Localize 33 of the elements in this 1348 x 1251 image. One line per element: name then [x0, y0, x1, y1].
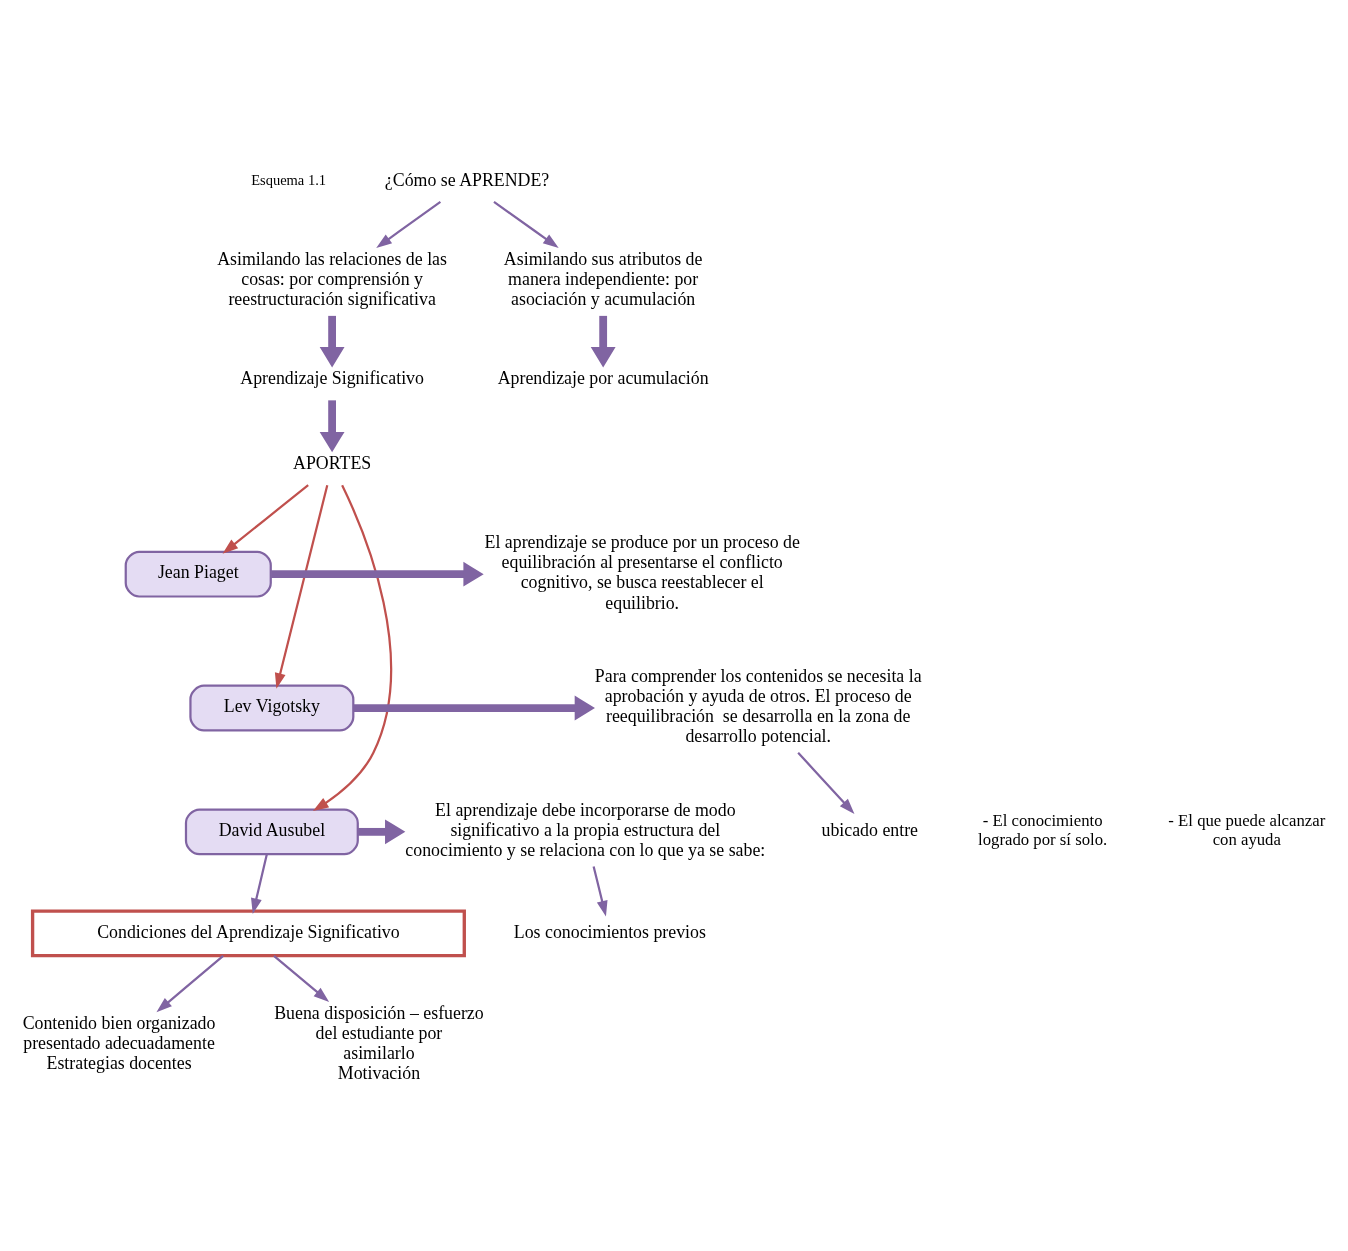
node-box: Jean Piaget	[124, 550, 272, 598]
arrow	[592, 866, 608, 917]
node-text: El aprendizaje se produce por un proceso de equilibración al presentarse el conflicto cognitivo, se busca reestablecer el equilibrio.	[484, 532, 800, 613]
arrow	[376, 200, 442, 248]
node-text: Contenido bien organizado presentado adecuadamente Estrategias docentes	[22, 1013, 216, 1074]
node-text: Aprendizaje por acumulación	[497, 368, 709, 389]
node-text: Buena disposición – esfuerzo del estudiante por asimilarlo Motivación	[274, 1003, 484, 1084]
node-text: ¿Cómo se APRENDE?	[384, 169, 550, 190]
node-text: El aprendizaje debe incorporarse de modo significativo a la propia estructura del conocimiento y se relaciona con lo que ya se sabe:	[405, 800, 766, 861]
arrow	[222, 484, 309, 554]
arrow	[156, 954, 224, 1013]
arrow	[271, 561, 484, 587]
node-box: Condiciones del Aprendizaje Significativo	[30, 909, 466, 958]
arrow	[353, 695, 595, 721]
node-box: David Ausubel	[184, 808, 359, 856]
arrow	[493, 200, 559, 248]
node-text: Aprendizaje Significativo	[240, 368, 424, 389]
node-text: Asimilando las relaciones de las cosas: por comprensión y reestructuración significativa	[217, 248, 447, 310]
arrow	[797, 751, 855, 815]
label: - El conocimiento logrado por sí solo.	[978, 811, 1108, 850]
arrow	[251, 854, 268, 915]
node-text: Para comprender los contenidos se necesita la aprobación y ayuda de otros. El proceso de reequilibración se desarrolla en la zona de desarrollo potencial.	[594, 666, 922, 747]
node-box: Lev Vigotsky	[189, 684, 355, 732]
node-text: Los conocimientos previos	[513, 921, 706, 942]
arrow	[357, 819, 406, 845]
arrow	[274, 485, 329, 689]
arrow	[312, 484, 392, 812]
arrow	[273, 954, 330, 1003]
node-text: ubicado entre	[821, 820, 919, 841]
node-text: Asimilando sus atributos de manera independiente: por asociación y acumulación	[503, 248, 703, 310]
label: - El que puede alcanzar con ayuda	[1168, 811, 1326, 850]
node-text: APORTES	[293, 453, 372, 474]
label: Esquema 1.1	[251, 172, 327, 189]
